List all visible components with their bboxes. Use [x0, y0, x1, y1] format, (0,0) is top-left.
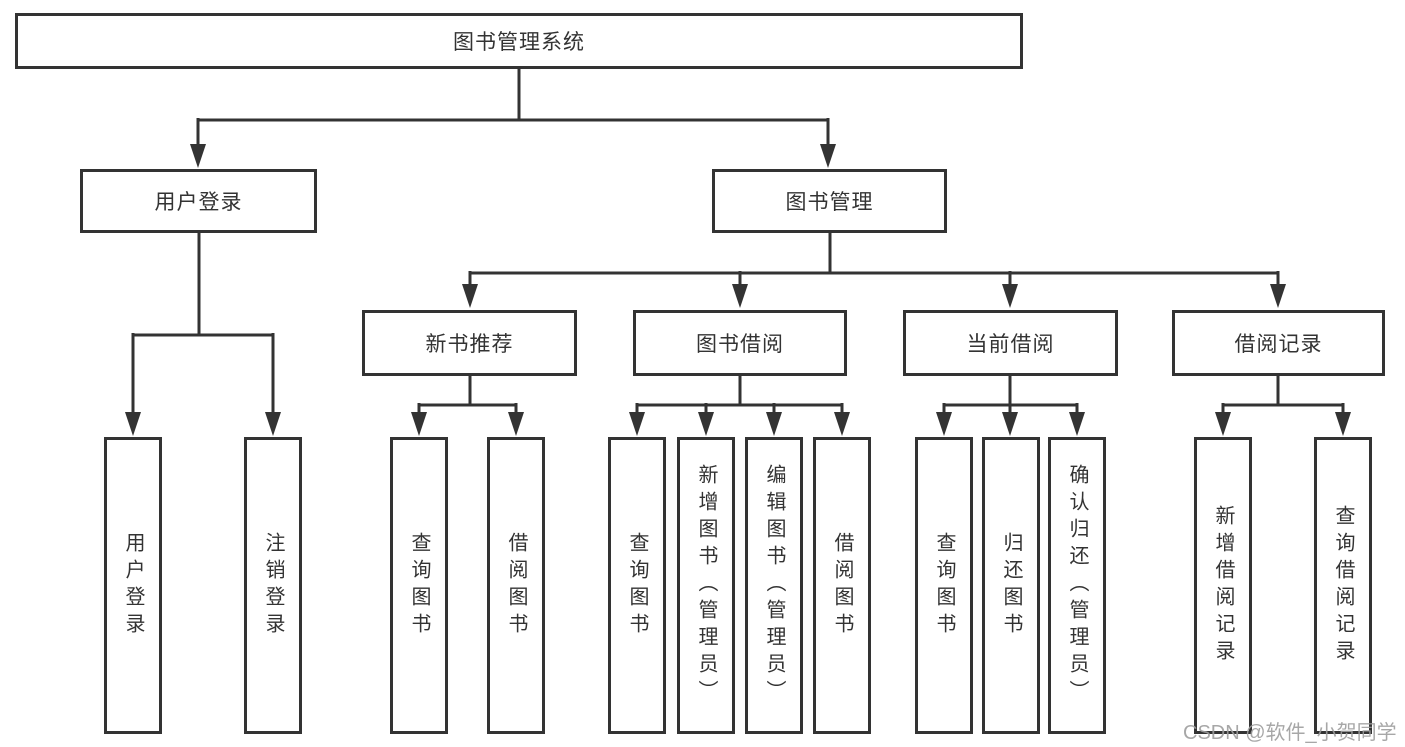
watermark-text: CSDN @软件_小贺同学 — [1183, 722, 1397, 744]
leaf-query-books-borrowing: 查询图书 — [608, 437, 666, 734]
leaf-add-borrow-record: 新增借阅记录 — [1194, 437, 1252, 734]
node-book-management: 图书管理 — [712, 169, 947, 233]
node-label: 注销登录 — [262, 531, 284, 640]
node-label: 归还图书 — [1000, 531, 1022, 640]
leaf-borrow-books-borrowing: 借阅图书 — [813, 437, 871, 734]
node-label: 用户登录 — [122, 531, 144, 640]
node-current-borrowing: 当前借阅 — [903, 310, 1118, 376]
leaf-query-books-current: 查询图书 — [915, 437, 973, 734]
node-book-borrowing: 图书借阅 — [633, 310, 847, 376]
node-label: 查询图书 — [408, 531, 430, 640]
leaf-borrow-books-recommend: 借阅图书 — [487, 437, 545, 734]
leaf-query-borrow-record: 查询借阅记录 — [1314, 437, 1372, 734]
leaf-query-books-recommend: 查询图书 — [390, 437, 448, 734]
node-label: 借阅图书 — [831, 531, 853, 640]
node-label: 用户登录 — [154, 191, 243, 214]
node-label: 当前借阅 — [966, 333, 1055, 356]
node-label: 编辑图书（管理员） — [763, 464, 785, 707]
node-label: 借阅图书 — [505, 531, 527, 640]
node-label: 图书借阅 — [696, 333, 784, 356]
node-label: 查询图书 — [933, 531, 955, 640]
leaf-edit-books-admin: 编辑图书（管理员） — [745, 437, 803, 734]
node-library-management-system: 图书管理系统 — [15, 13, 1023, 69]
node-new-book-recommendation: 新书推荐 — [362, 310, 577, 376]
node-label: 图书管理 — [785, 191, 874, 214]
node-user-login: 用户登录 — [80, 169, 317, 233]
leaf-add-books-admin: 新增图书（管理员） — [677, 437, 735, 734]
node-label: 新书推荐 — [425, 333, 514, 356]
node-borrowing-records: 借阅记录 — [1172, 310, 1385, 376]
node-label: 查询图书 — [626, 531, 648, 640]
leaf-confirm-return-admin: 确认归还（管理员） — [1048, 437, 1106, 734]
node-label: 借阅记录 — [1234, 333, 1323, 356]
leaf-user-login: 用户登录 — [104, 437, 162, 734]
node-label: 新增借阅记录 — [1212, 504, 1234, 667]
node-label: 新增图书（管理员） — [695, 464, 717, 707]
node-label: 图书管理系统 — [453, 31, 585, 54]
node-label: 确认归还（管理员） — [1066, 464, 1088, 707]
node-label: 查询借阅记录 — [1332, 504, 1354, 667]
leaf-return-books: 归还图书 — [982, 437, 1040, 734]
leaf-logout-login: 注销登录 — [244, 437, 302, 734]
